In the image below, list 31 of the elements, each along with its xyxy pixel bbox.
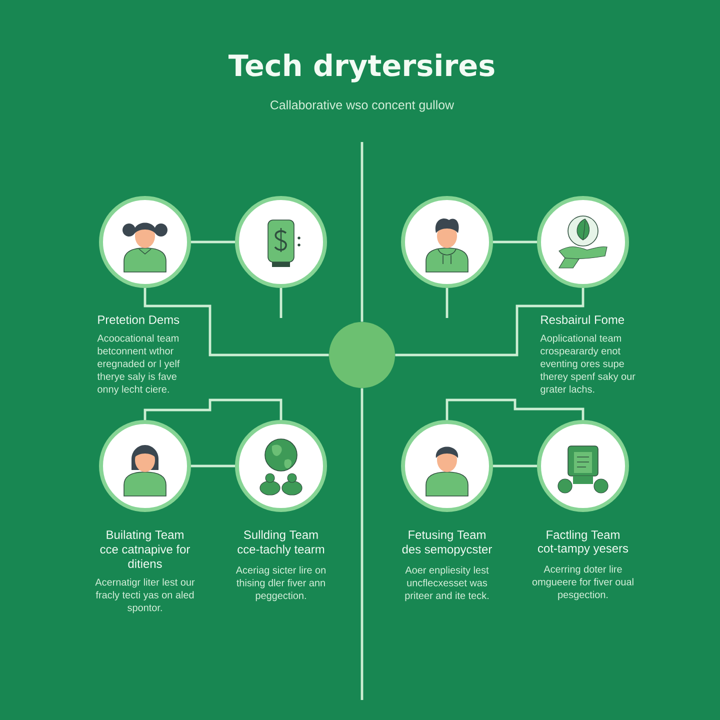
description: Aceriag sicter lire on thising dler fiver ann peggection. [236,566,326,602]
subheading: cce catnapive for ditiens [100,544,190,568]
connector [493,464,537,468]
connector [360,142,364,322]
connector [493,240,537,244]
description: Acerring doter lire omgueere for fiver oual pesgection. [532,565,634,600]
heading: Factling Team [546,530,620,542]
title: Tech drytersires [228,54,494,82]
subheading: cot-tampy yesers [538,544,628,555]
heading: Sullding Team [244,530,318,542]
connector [446,398,584,420]
connector [191,464,235,468]
description: Aoplicational team crospearardy enot eventing ores supe therey spenf saky our grater lachs. [540,334,636,395]
description: Aoer enpliesity lest uncflecxesset was priteer and ite teck. [405,566,489,602]
connector [191,240,235,244]
connector [395,288,584,356]
subtitle: Callaborative wso concent gullow [270,100,454,112]
heading: Builating Team [106,530,184,542]
description: Acernatigr liter lest our fracly tecti yas on aled spontor. [95,578,195,614]
heading: Resbairul Fome [541,315,624,324]
connector [446,288,448,318]
connector [144,398,282,420]
heading: Fetusing Team [408,530,486,542]
hub-circle [329,322,395,388]
heading: Pretetion Dems [98,315,180,324]
connector [144,288,329,356]
subheading: cce-tachly tearm [238,544,324,556]
connector [360,388,364,700]
connector [280,288,282,318]
description: Acoocational team betconnent wthor eregnaded or l yelf therye saly is fave onny lecht ciere. [97,334,180,395]
subheading: des semopycster [402,544,492,556]
